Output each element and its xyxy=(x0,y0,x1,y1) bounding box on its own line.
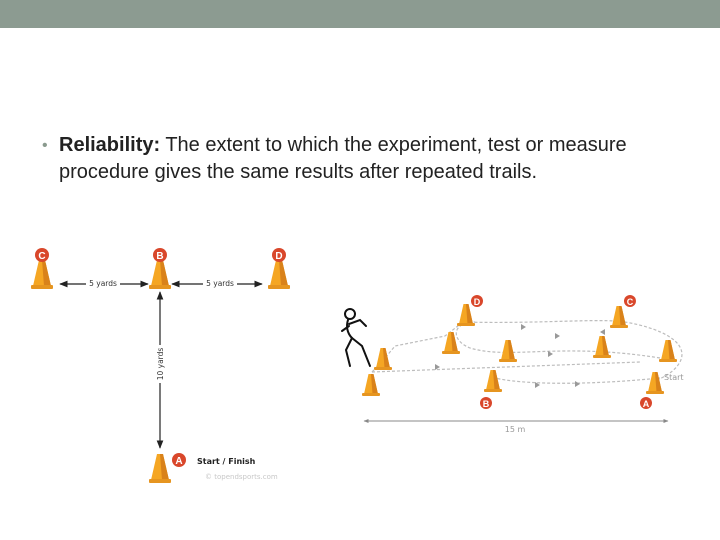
left-distance-label: 5 yards xyxy=(89,279,117,288)
cone-d-2 xyxy=(457,304,475,326)
badge-a xyxy=(172,453,186,467)
badge-a-2 xyxy=(640,397,652,409)
cone-mid-3 xyxy=(593,336,611,358)
cone-left-top xyxy=(374,348,392,370)
badge-b-2-label: B xyxy=(483,399,490,409)
top-bar xyxy=(0,0,720,28)
start-finish-label: Start / Finish xyxy=(197,457,256,466)
badge-c-label: C xyxy=(38,251,45,262)
badge-b-label: B xyxy=(156,251,163,262)
badge-d-label: D xyxy=(275,251,282,262)
cone-c-2 xyxy=(610,306,628,328)
badge-b xyxy=(153,248,167,262)
badge-c xyxy=(35,248,49,262)
badge-a-2-label: A xyxy=(643,399,650,409)
right-distance-label: 5 yards xyxy=(206,279,234,288)
badge-c-2-label: C xyxy=(627,297,634,307)
bullet-point: • Reliability: The extent to which the e… xyxy=(42,132,682,186)
badge-d-2-label: D xyxy=(474,297,481,307)
watermark: © topendsports.com xyxy=(205,473,278,481)
illinois-agility-diagram: D C B A Start 15 m xyxy=(341,295,684,434)
bullet-term: Reliability: xyxy=(59,134,161,156)
cone-a-2 xyxy=(646,372,664,394)
cone-b-2 xyxy=(484,370,502,392)
badge-b-2 xyxy=(480,397,492,409)
start-label: Start xyxy=(664,373,684,382)
badge-d xyxy=(272,248,286,262)
bullet-dot: • xyxy=(42,137,48,154)
cone-right xyxy=(659,340,677,362)
vertical-distance-label: 10 yards xyxy=(156,348,165,381)
t-test-diagram: 5 yards 5 yards 10 yards C B D A Start /… xyxy=(31,248,290,483)
cone-left-bottom xyxy=(362,374,380,396)
cone-b xyxy=(149,260,171,289)
cone-a xyxy=(149,454,171,483)
cone-d xyxy=(268,260,290,289)
cone-c xyxy=(31,260,53,289)
runner-figure xyxy=(341,308,371,367)
cone-mid-1 xyxy=(442,332,460,354)
badge-d-2 xyxy=(471,295,483,307)
badge-c-2 xyxy=(624,295,636,307)
bullet-text: Reliability: The extent to which the exp… xyxy=(59,132,682,186)
bullet-definition: The extent to which the experiment, test… xyxy=(59,134,627,183)
badge-a-label: A xyxy=(175,456,182,467)
length-label: 15 m xyxy=(505,425,526,434)
cone-mid-2 xyxy=(499,340,517,362)
running-path xyxy=(371,320,683,384)
